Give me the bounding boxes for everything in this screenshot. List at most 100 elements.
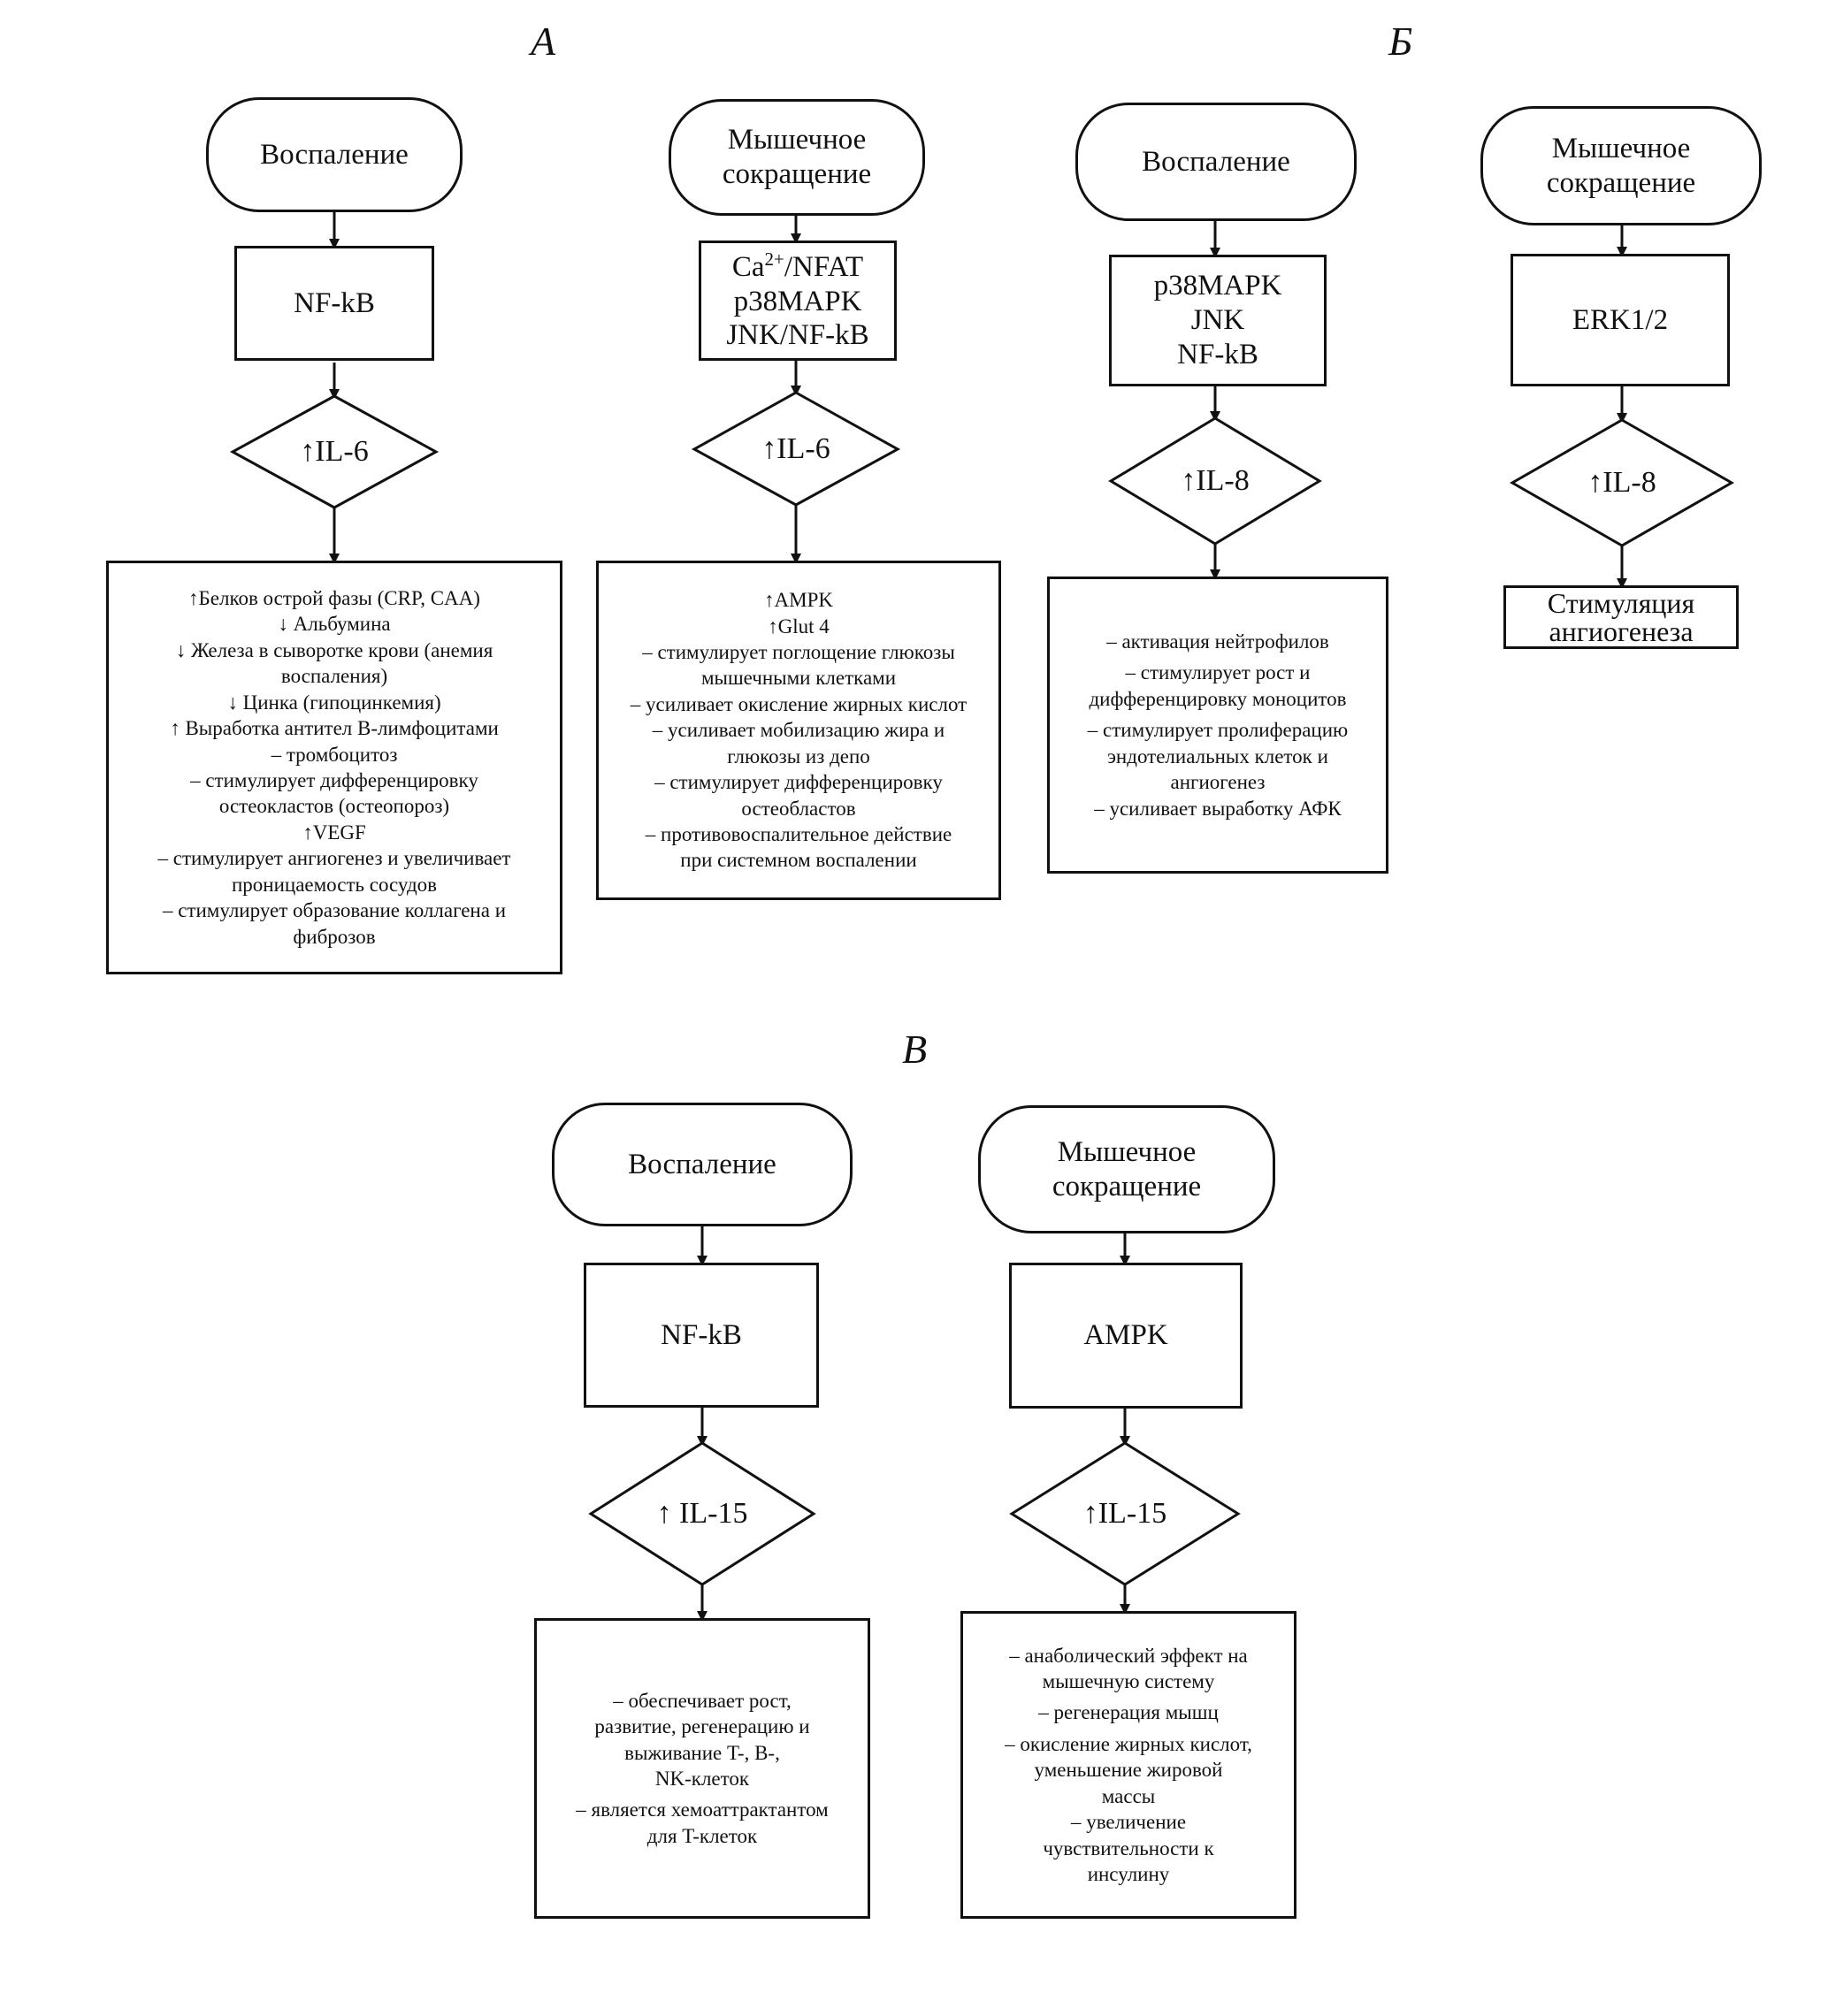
pathway-label: NF-kB [294, 286, 375, 319]
effect-line: – стимулирует поглощение глюкозы [642, 640, 955, 663]
effect-line: ↑VEGF [302, 821, 366, 844]
effects-box: ↑Белков острой фазы (CRP, CAA) ↓ Альбуми… [106, 561, 562, 974]
effect-line: – увеличение [1070, 1811, 1187, 1834]
pathway-box: ERK1/2 [1511, 254, 1730, 386]
cytokine-label: ↑IL-6 [300, 435, 369, 468]
effect-line: – окисление жирных кислот, [1005, 1732, 1252, 1755]
cytokine-label: ↑IL-8 [1587, 466, 1656, 499]
pathway-box: NF-kB [584, 1263, 819, 1408]
pathway-box: NF-kB [234, 246, 434, 361]
start-label: Воспаление [628, 1148, 776, 1180]
start-label: сокращение [722, 158, 872, 190]
effect-line: – стимулирует образование коллагена и [162, 899, 507, 922]
effects-box: ↑AMPK ↑Glut 4 – стимулирует поглощение г… [596, 561, 1001, 900]
decision-diamond [1108, 416, 1322, 546]
effect-line: проницаемость сосудов [231, 873, 438, 896]
effect-line: – является хемоаттрактантом [576, 1798, 829, 1821]
effect-line: – стимулирует пролиферацию [1087, 719, 1349, 742]
effect-line: массы [1101, 1784, 1156, 1807]
effect-line: – тромбоцитоз [271, 743, 398, 766]
effect-line: эндотелиальных клеток и [1107, 745, 1328, 767]
angiogenesis-box: Стимуляция ангиогенеза [1503, 585, 1739, 649]
effect-line: фиброзов [293, 925, 376, 948]
pathway-label: NF-kB [661, 1318, 742, 1351]
pathway-label: JNK/NF-kB [726, 319, 869, 352]
effect-line: чувствительности к [1043, 1837, 1214, 1859]
effect-line: ↑AMPK [764, 589, 833, 612]
start-label: Воспаление [260, 138, 409, 171]
effect-line: воспаления) [280, 665, 388, 688]
decision-diamond [588, 1441, 816, 1586]
start-label: Воспаление [1142, 145, 1290, 178]
start-inflammation: Воспаление [1075, 103, 1357, 221]
decision-diamond [229, 394, 440, 509]
start-label: Мышечное [1551, 132, 1691, 164]
effect-line: уменьшение жировой [1034, 1759, 1223, 1782]
effect-line: выживание T-, B-, [624, 1741, 780, 1764]
effect-line: ↑ Выработка антител B-лимфоцитами [170, 717, 499, 740]
cytokine-label: ↑IL-6 [761, 432, 830, 465]
cytokine-label: ↑IL-15 [1082, 1497, 1167, 1530]
pathway-box: AMPK [1009, 1263, 1243, 1409]
pathway-box: p38MAPK JNK NF-kB [1109, 255, 1327, 386]
effect-line: дифференцировку моноцитов [1089, 687, 1347, 710]
pathway-label: ERK1/2 [1572, 303, 1669, 336]
panel-label-a: А [531, 19, 556, 64]
effect-line: мышечную систему [1042, 1669, 1215, 1692]
panel-label-v: В [902, 1027, 928, 1072]
effect-line: – усиливает окисление жирных кислот [630, 692, 968, 715]
effect-line: – активация нейтрофилов [1106, 630, 1329, 653]
effect-line: – регенерация мышц [1038, 1701, 1219, 1724]
start-label: Мышечное [1057, 1135, 1197, 1168]
effect-line: – противовоспалительное действие [645, 823, 952, 846]
effect-line: ↓ Железа в сыворотке крови (анемия [175, 638, 493, 661]
effect-line: – стимулирует ангиогенез и увеличивает [157, 847, 511, 870]
effect-line: – стимулирует дифференцировку [654, 771, 943, 794]
effect-line: инсулину [1087, 1863, 1170, 1886]
effect-line: для T-клеток [646, 1824, 758, 1847]
effect-line: остеобластов [741, 797, 856, 820]
start-label: сокращение [1052, 1170, 1202, 1203]
effect-line: NK-клеток [654, 1768, 750, 1790]
start-muscle-contraction: Мышечное сокращение [1480, 106, 1762, 225]
effect-line: ↑Белков острой фазы (CRP, CAA) [188, 586, 480, 609]
cytokine-label: ↑ IL-15 [656, 1497, 748, 1530]
start-inflammation: Воспаление [206, 97, 463, 212]
decision-diamond [1509, 418, 1735, 547]
start-label: Мышечное [727, 124, 867, 157]
panel-label-b: Б [1388, 19, 1413, 64]
pathway-calcium-charge: 2+ [764, 248, 784, 270]
effect-line: ↓ Цинка (гипоцинкемия) [227, 691, 441, 714]
pathway-label: AMPK [1083, 1319, 1168, 1352]
decision-diamond [691, 391, 901, 507]
effect-line: остеокластов (остеопороз) [218, 795, 450, 818]
effects-box: – анаболический эффект на мышечную систе… [960, 1611, 1296, 1919]
pathway-nfat: /NFAT [784, 250, 864, 283]
cytokine-label: ↑IL-8 [1181, 464, 1250, 497]
effect-line: мышечными клетками [700, 667, 897, 690]
effect-line: развитие, регенерацию и [594, 1715, 810, 1738]
start-label: сокращение [1546, 166, 1696, 199]
effect-line: глюкозы из депо [727, 745, 870, 767]
effect-line: при системном воспалении [680, 849, 917, 872]
pathway-label: p38MAPK [733, 285, 862, 317]
effect-label: ангиогенеза [1549, 615, 1694, 647]
decision-diamond [1009, 1441, 1241, 1586]
effect-line: – анаболический эффект на [1009, 1644, 1248, 1667]
effect-line: – усиливает мобилизацию жира и [652, 719, 945, 742]
effects-box: – активация нейтрофилов – стимулирует ро… [1047, 577, 1388, 874]
effect-label: Стимуляция [1547, 587, 1695, 619]
effect-line: – усиливает выработку АФК [1094, 797, 1342, 820]
pathway-label: NF-kB [1177, 338, 1258, 370]
effect-line: – стимулирует рост и [1125, 661, 1311, 684]
effect-line: ↑Glut 4 [768, 615, 830, 638]
effect-line: ↓ Альбумина [278, 613, 391, 636]
start-muscle-contraction: Мышечное сокращение [978, 1105, 1275, 1233]
start-muscle-contraction: Мышечное сокращение [669, 99, 925, 216]
pathway-label: p38MAPK [1153, 270, 1282, 302]
pathway-label: Ca2+/NFAT [732, 248, 863, 285]
effect-line: – стимулирует дифференцировку [190, 769, 478, 791]
pathway-box: Ca2+/NFAT p38MAPK JNK/NF-kB [699, 241, 897, 361]
effect-line: ангиогенез [1170, 771, 1266, 794]
